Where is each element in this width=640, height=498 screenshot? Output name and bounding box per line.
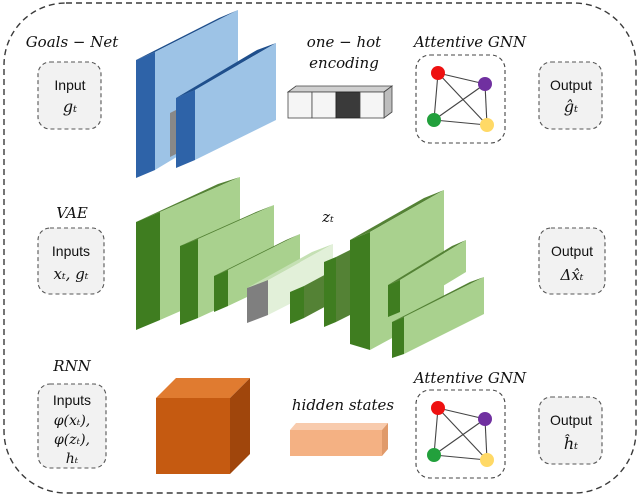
one-hot-cell-active [335, 91, 361, 119]
rnn-input-box: Inputs φ(xₜ), φ(zₜ), hₜ [37, 383, 107, 469]
rnn-label: RNN [52, 357, 91, 375]
one-hot-vector [286, 85, 394, 119]
rnn-cube-top [156, 378, 250, 398]
attentive-gnn-label-1: Attentive GNN [412, 33, 527, 51]
goals-output-box: Output ĝₜ [538, 61, 603, 130]
rnn-input-line3: hₜ [66, 451, 79, 467]
one-hot-label-line1: one − hot [307, 33, 382, 51]
latent-bar-front [247, 280, 268, 323]
vae-output-box: Output Δx̂ₜ [538, 227, 606, 295]
blue-block-1-top [136, 10, 238, 60]
one-hot-cell-1 [287, 91, 313, 119]
blue-block-1-front [136, 52, 155, 178]
encoder-block-2-front [180, 239, 198, 325]
hidden-states-bar [290, 423, 388, 456]
encoder-block-1-top [136, 177, 240, 222]
decoder-block-4-top [388, 240, 466, 285]
decoder-block-5-top [392, 277, 484, 322]
rnn-cube-side [230, 378, 250, 474]
decoder-block-5-front [392, 317, 404, 358]
rnn-output-title: Output [550, 412, 592, 428]
blue-block-2-side [195, 43, 276, 160]
rnn-input-line1: φ(xₜ), [54, 413, 91, 429]
vae-output-title: Output [551, 243, 593, 259]
blue-block-2-top [176, 43, 276, 98]
hidden-states-label: hidden states [292, 396, 395, 414]
goals-net-label: Goals − Net [26, 33, 120, 51]
vae-input-title: Inputs [52, 243, 90, 259]
decoder-block-2-front [324, 257, 336, 327]
gnn-graph-2 [415, 389, 506, 479]
goals-net-blocks [136, 10, 276, 178]
hidden-bar-side [382, 423, 388, 456]
gnn2-node-green-icon [427, 448, 441, 462]
gnn-node-green-icon [427, 113, 441, 127]
blue-block-2-plate [170, 110, 176, 157]
one-hot-label-line2: encoding [309, 54, 379, 72]
gnn-node-yellow-icon [480, 118, 494, 132]
gnn-graph-1 [415, 54, 506, 144]
rnn-input-title: Inputs [53, 392, 91, 408]
latent-label: zₜ [321, 208, 334, 226]
goals-output-value: ĝₜ [564, 97, 578, 116]
decoder-block-3-front [350, 232, 370, 350]
latent-bar-side [268, 244, 333, 315]
gnn2-node-purple-icon [478, 412, 492, 426]
vae-label: VAE [56, 204, 88, 222]
goals-input-title: Input [54, 77, 85, 93]
decoder-block-2-side [336, 249, 352, 322]
encoder-block-3-top [214, 234, 300, 276]
outer-frame [3, 2, 637, 494]
hidden-bar-top [290, 423, 388, 430]
encoder-block-3-front [214, 270, 228, 312]
vae-input-box: Inputs xₜ, gₜ [37, 227, 105, 295]
gnn-node-red-icon [431, 66, 445, 80]
rnn-input-line2: φ(zₜ), [54, 432, 90, 448]
attentive-gnn-label-2: Attentive GNN [412, 369, 527, 387]
encoder-block-1-front [136, 212, 160, 330]
goals-output-title: Output [550, 77, 592, 93]
one-hot-cell-4 [359, 91, 385, 119]
blue-block-2-front [176, 90, 195, 168]
decoder-block-5-side [404, 277, 484, 354]
goals-input-value: gₜ [63, 97, 77, 116]
vae-decoder-blocks [290, 190, 484, 358]
rnn-cube [156, 378, 250, 474]
decoder-small-1-front [290, 286, 304, 324]
goals-input-box: Input gₜ [37, 61, 102, 130]
vae-output-value: Δx̂ₜ [560, 266, 584, 284]
rnn-output-box: Output ĥₜ [538, 396, 603, 465]
vae-encoder-blocks [136, 177, 333, 330]
gnn2-node-red-icon [431, 401, 445, 415]
vae-input-value: xₜ, gₜ [54, 265, 89, 283]
decoder-block-3-top [350, 190, 444, 240]
encoder-block-2-top [180, 205, 274, 246]
gnn2-node-yellow-icon [480, 453, 494, 467]
encoder-block-3-side [228, 234, 300, 306]
latent-bar-top [247, 244, 333, 288]
one-hot-cell-2 [311, 91, 337, 119]
decoder-block-4-front [388, 280, 400, 317]
hidden-bar-front [290, 430, 382, 456]
rnn-output-value: ĥₜ [564, 433, 578, 453]
rnn-cube-front [156, 398, 230, 474]
gnn-node-purple-icon [478, 77, 492, 91]
decoder-block-4-side [400, 240, 466, 312]
decoder-small-1-side [304, 272, 330, 318]
